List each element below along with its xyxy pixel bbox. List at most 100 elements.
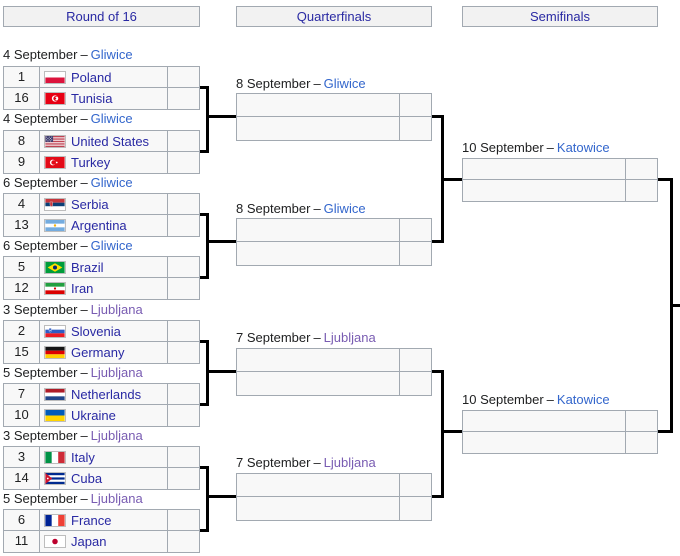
team-link[interactable]: Ukraine: [71, 408, 116, 423]
date-text: 10 September: [462, 140, 544, 155]
team-cell: Argentina: [40, 215, 168, 236]
team-cell: [237, 474, 400, 496]
flag-japan-icon: [44, 535, 66, 548]
score-cell: [626, 159, 657, 179]
city-link-ljubljana[interactable]: Ljubljana: [90, 491, 143, 506]
flag-italy-icon: [44, 450, 66, 464]
connector-line: [441, 369, 444, 498]
city-link-katowice[interactable]: Katowice: [556, 140, 610, 155]
city-link-ljubljana[interactable]: Ljubljana: [90, 428, 143, 443]
connector-line: [658, 429, 673, 433]
connector-line: [444, 429, 462, 433]
team-cell: Iran: [40, 278, 168, 299]
date-text: 4 September: [3, 47, 78, 62]
city-link-gliwice[interactable]: Gliwice: [90, 47, 133, 62]
team-link[interactable]: Netherlands: [71, 386, 142, 402]
connector-line: [200, 528, 209, 532]
seed-cell: 1: [4, 67, 40, 87]
score-cell: [168, 67, 199, 87]
team-link[interactable]: Poland: [71, 69, 112, 85]
sf-match-1: [462, 158, 658, 202]
team-row: [463, 432, 657, 453]
team-link[interactable]: Germany: [71, 345, 125, 360]
flag-united-states-icon: [44, 134, 66, 148]
city-link-ljubljana[interactable]: Ljubljana: [323, 455, 376, 470]
team-row: 6 France: [4, 510, 199, 531]
score-cell: [168, 510, 199, 530]
seed-cell: 8: [4, 131, 40, 151]
team-row: [237, 372, 431, 395]
flag-turkey-icon: [44, 156, 66, 169]
team-link[interactable]: Argentina: [71, 218, 127, 233]
connector-line: [432, 494, 444, 498]
team-link[interactable]: Tunisia: [71, 91, 113, 106]
connector-line: [200, 275, 209, 279]
qf-match-4: [236, 473, 432, 521]
team-cell: [463, 180, 626, 201]
score-cell: [168, 468, 199, 489]
score-cell: [168, 152, 199, 173]
match-date: 7 September–Ljubljana: [236, 455, 376, 470]
team-row: 14 Cuba: [4, 468, 199, 489]
team-link[interactable]: Serbia: [71, 196, 109, 212]
date-text: 6 September: [3, 238, 78, 253]
team-cell: [237, 94, 400, 116]
team-cell: United States: [40, 131, 168, 151]
connector-line: [200, 149, 209, 153]
team-link[interactable]: Turkey: [71, 155, 111, 170]
match-date: 5 September–Ljubljana: [3, 491, 143, 506]
connector-line: [206, 339, 209, 406]
connector-line: [444, 177, 462, 181]
team-link[interactable]: Cuba: [71, 471, 103, 486]
team-cell: Turkey: [40, 152, 168, 173]
date-text: 5 September: [3, 365, 78, 380]
team-link[interactable]: Japan: [71, 534, 107, 549]
city-link-katowice[interactable]: Katowice: [556, 392, 610, 407]
seed-cell: 14: [4, 468, 40, 489]
team-cell: [463, 432, 626, 453]
city-link-gliwice[interactable]: Gliwice: [90, 175, 133, 190]
team-link[interactable]: United States: [71, 133, 150, 149]
score-cell: [626, 180, 657, 201]
team-link[interactable]: Slovenia: [71, 323, 121, 339]
city-link-ljubljana[interactable]: Ljubljana: [90, 302, 143, 317]
city-link-ljubljana[interactable]: Ljubljana: [323, 330, 376, 345]
connector-line: [200, 465, 209, 469]
connector-line: [209, 369, 236, 373]
team-link[interactable]: France: [71, 512, 112, 528]
team-row: 4 Serbia: [4, 194, 199, 215]
flag-brazil-icon: [44, 260, 66, 274]
city-link-gliwice[interactable]: Gliwice: [323, 76, 366, 91]
connector-line: [432, 369, 444, 373]
city-link-ljubljana[interactable]: Ljubljana: [90, 365, 143, 380]
seed-cell: 13: [4, 215, 40, 236]
team-cell: Cuba: [40, 468, 168, 489]
city-link-gliwice[interactable]: Gliwice: [90, 111, 133, 126]
connector-line: [200, 402, 209, 406]
r16-match-4: 5 Brazil 12 Iran: [3, 256, 200, 300]
team-row: [463, 159, 657, 180]
connector-line: [670, 177, 673, 433]
connector-line: [673, 303, 680, 307]
seed-cell: 5: [4, 257, 40, 277]
score-cell: [168, 194, 199, 214]
r16-match-7: 3 Italy 14 Cuba: [3, 446, 200, 490]
team-link[interactable]: Iran: [71, 281, 94, 296]
team-row: 8 United States: [4, 131, 199, 152]
match-date: 7 September–Ljubljana: [236, 330, 376, 345]
team-cell: Brazil: [40, 257, 168, 277]
team-cell: [463, 159, 626, 179]
city-link-gliwice[interactable]: Gliwice: [90, 238, 133, 253]
flag-iran-icon: [44, 282, 66, 295]
team-link[interactable]: Italy: [71, 449, 95, 465]
city-link-gliwice[interactable]: Gliwice: [323, 201, 366, 216]
score-cell: [168, 447, 199, 467]
team-row: [237, 497, 431, 520]
score-cell: [400, 497, 431, 520]
date-text: 7 September: [236, 455, 311, 470]
team-link[interactable]: Brazil: [71, 259, 104, 275]
header-quarterfinals: Quarterfinals: [236, 6, 432, 27]
team-row: 12 Iran: [4, 278, 199, 299]
match-date: 3 September–Ljubljana: [3, 302, 143, 317]
team-row: 5 Brazil: [4, 257, 199, 278]
